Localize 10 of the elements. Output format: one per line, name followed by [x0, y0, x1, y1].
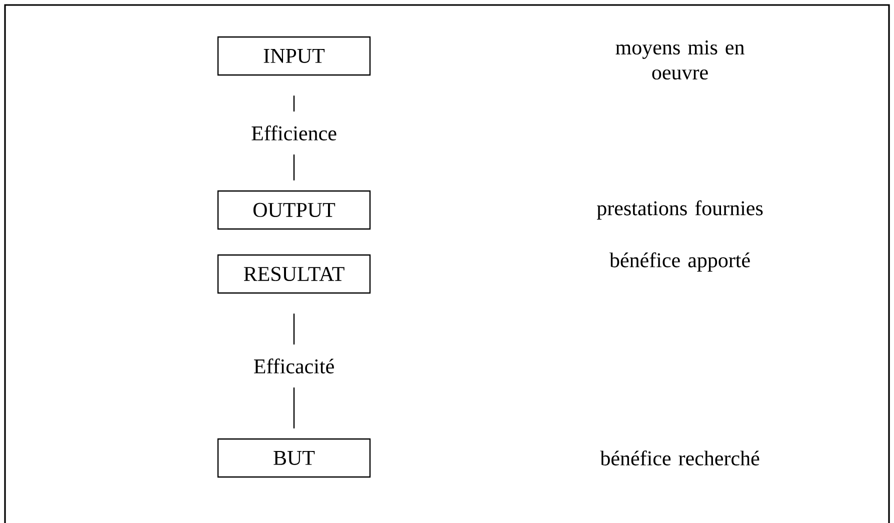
process-box: BUT: [217, 438, 371, 478]
process-box: INPUT: [217, 36, 371, 76]
side-note: prestations fournies: [596, 200, 763, 220]
side-note: bénéfice apporté: [609, 252, 750, 272]
edge-label: Efficacité: [249, 344, 339, 388]
process-box: OUTPUT: [217, 190, 371, 230]
process-box: RESULTAT: [217, 254, 371, 294]
side-note: bénéfice recherché: [600, 450, 760, 466]
side-note: moyens mis en oeuvre: [616, 40, 744, 80]
edge-label: Efficience: [247, 112, 341, 154]
